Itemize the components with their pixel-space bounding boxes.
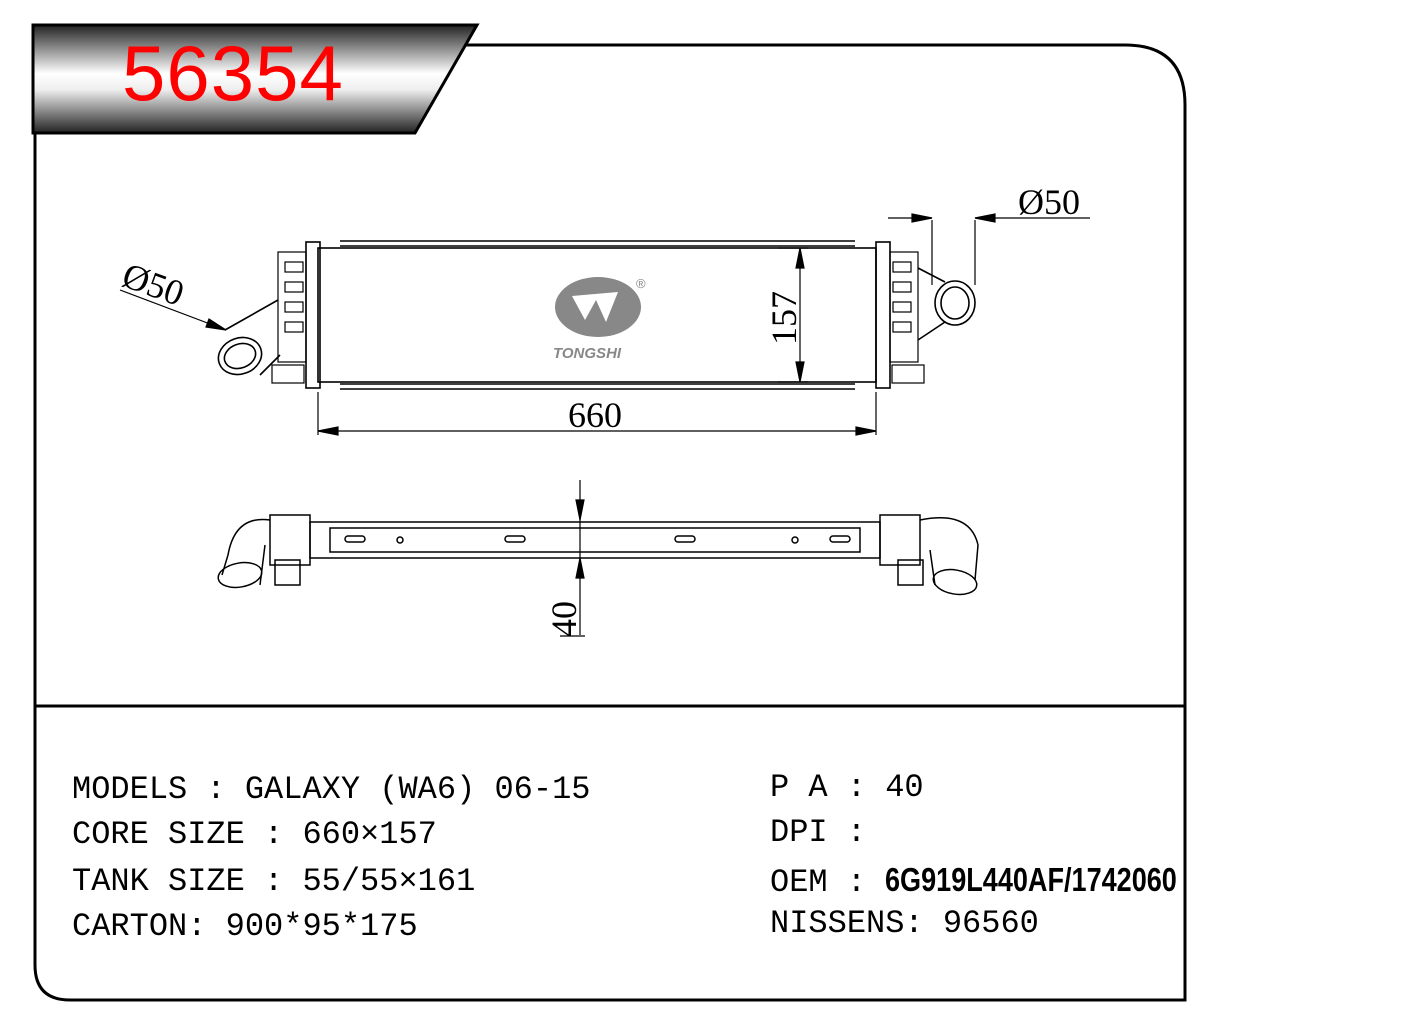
- spec-value: 55/55×161: [302, 863, 476, 900]
- spec-label: OEM :: [770, 864, 886, 901]
- spec-label: CORE SIZE :: [72, 816, 303, 853]
- spec-oem: OEM : 6G919L440AF/1742060: [770, 863, 1241, 899]
- spec-label: MODELS :: [72, 771, 245, 808]
- spec-value: 40: [885, 769, 924, 806]
- tongshi-logo: ® TONGSHI: [553, 276, 646, 362]
- dimension-lines: [119, 213, 1090, 637]
- thickness-dimension: 40: [544, 601, 584, 637]
- core-width-dimension: 660: [568, 395, 622, 435]
- registered-mark: ®: [636, 276, 646, 291]
- spec-value: 6G919L440AF/1742060: [885, 861, 1178, 898]
- spec-dpi: DPI :: [770, 817, 885, 849]
- outlet-diameter-dimension: Ø50: [1018, 182, 1080, 222]
- spec-core-size: CORE SIZE : 660×157: [72, 819, 437, 851]
- inlet-diameter-dimension: Ø50: [117, 255, 189, 314]
- spec-value: 660×157: [302, 816, 437, 853]
- front-view: [217, 240, 976, 390]
- logo-brand-text: TONGSHI: [553, 345, 622, 362]
- spec-label: DPI :: [770, 814, 886, 851]
- part-number-banner: [31, 23, 480, 135]
- side-view: [217, 514, 979, 596]
- spec-carton: CARTON: 900*95*175: [72, 911, 418, 943]
- spec-pa: P A : 40: [770, 772, 924, 804]
- sheet-frame: [33, 43, 1187, 1002]
- spec-tank-size: TANK SIZE : 55/55×161: [72, 866, 475, 898]
- spec-label: TANK SIZE :: [72, 863, 303, 900]
- spec-models: MODELS : GALAXY (WA6) 06-15: [72, 774, 590, 806]
- spec-value: GALAXY (WA6) 06-15: [244, 771, 591, 808]
- spec-value: 96560: [942, 905, 1039, 942]
- spec-label: NISSENS:: [770, 905, 943, 942]
- spec-value: 900*95*175: [225, 908, 418, 945]
- part-number: 56354: [122, 29, 344, 117]
- core-height-dimension: 157: [764, 291, 804, 345]
- spec-label: P A :: [770, 769, 886, 806]
- spec-nissens: NISSENS: 96560: [770, 908, 1039, 940]
- spec-label: CARTON:: [72, 908, 226, 945]
